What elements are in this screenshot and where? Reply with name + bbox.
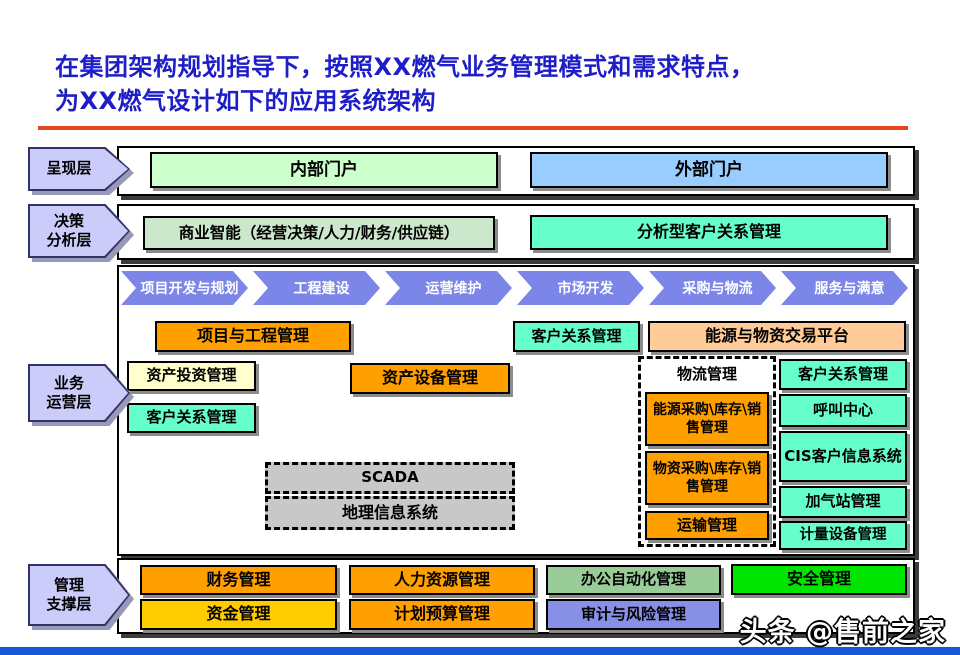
arrow-shape	[30, 366, 128, 420]
process-arrow-service: 服务与满意	[781, 271, 908, 305]
box-energy-trading-platform: 能源与物资交易平台	[648, 321, 906, 352]
box-audit-risk: 审计与风险管理	[546, 599, 721, 630]
box-material-procurement: 物资采购\库存\销售管理	[645, 451, 769, 505]
box-internal-portal: 内部门户	[150, 152, 498, 188]
layer-label-business: 业务 运营层	[28, 364, 134, 426]
layer-label-text: 业务 运营层	[46, 373, 92, 412]
box-scada: SCADA	[265, 462, 515, 494]
box-business-intelligence: 商业智能（经营决策/人力/财务/供应链）	[143, 216, 495, 250]
process-arrow-operation: 运营维护	[385, 271, 512, 305]
box-safety: 安全管理	[731, 564, 907, 595]
layer-label-text: 决策 分析层	[46, 211, 92, 250]
layer-label-text: 管理 支撑层	[46, 575, 92, 614]
box-crm-left: 客户关系管理	[127, 403, 256, 433]
box-crm-top: 客户关系管理	[513, 321, 640, 352]
bottom-bar	[0, 647, 960, 655]
process-arrow-construction: 工程建设	[253, 271, 380, 305]
process-arrow-project-dev: 项目开发与规划	[121, 271, 248, 305]
watermark: 头条 @售前之家	[739, 617, 946, 648]
box-external-portal: 外部门户	[530, 152, 888, 188]
arrow-shape	[30, 566, 128, 624]
box-gis: 地理信息系统	[265, 496, 515, 530]
process-arrow-band: 项目开发与规划 工程建设 运营维护 市场开发 采购与物流 服务与满意	[121, 271, 908, 305]
box-asset-investment: 资产投资管理	[127, 361, 256, 391]
box-hr: 人力资源管理	[349, 565, 535, 595]
box-call-center: 呼叫中心	[779, 394, 907, 427]
arrow-shape	[30, 149, 128, 189]
box-cis-customer-info: CIS客户信息系统	[779, 431, 907, 482]
layer-label-text: 呈现层	[46, 159, 92, 178]
box-gas-station: 加气站管理	[779, 486, 907, 518]
box-project-engineering: 项目与工程管理	[155, 321, 351, 352]
box-funds: 资金管理	[140, 599, 337, 630]
process-arrow-procurement: 采购与物流	[649, 271, 776, 305]
box-asset-equipment: 资产设备管理	[350, 363, 510, 394]
arrow-shape	[30, 206, 128, 256]
layer-label-management: 管理 支撑层	[28, 564, 134, 630]
box-metering-equipment: 计量设备管理	[779, 521, 907, 550]
box-crm-column: 客户关系管理	[779, 359, 907, 390]
slide-title-line1: 在集团架构规划指导下，按照XX燃气业务管理模式和需求特点，	[55, 53, 755, 81]
box-transport-management: 运输管理	[645, 511, 769, 540]
slide-title: 在集团架构规划指导下，按照XX燃气业务管理模式和需求特点， 为XX燃气设计如下的…	[55, 50, 925, 118]
box-energy-procurement: 能源采购\库存\销售管理	[645, 392, 769, 446]
logistics-group-title: 物流管理	[676, 365, 737, 383]
title-underline	[38, 126, 908, 130]
box-budget: 计划预算管理	[349, 599, 535, 630]
box-office-automation: 办公自动化管理	[546, 565, 721, 595]
slide-title-line2: 为XX燃气设计如下的应用系统架构	[55, 87, 437, 115]
layer-label-presentation: 呈现层	[28, 147, 134, 195]
box-analytical-crm: 分析型客户关系管理	[530, 215, 888, 250]
layer-label-decision: 决策 分析层	[28, 204, 134, 262]
box-finance: 财务管理	[140, 565, 337, 595]
process-arrow-market: 市场开发	[517, 271, 644, 305]
